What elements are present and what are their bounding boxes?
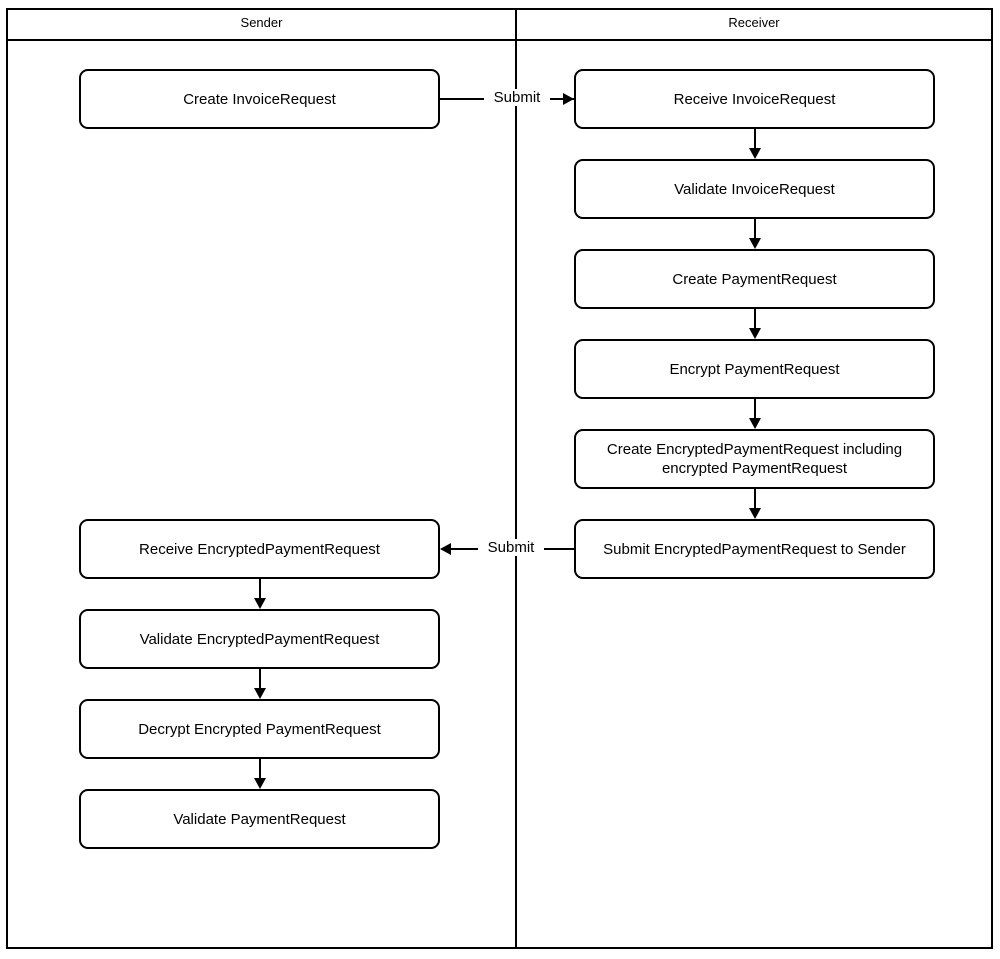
lane-title-receiver: Receiver — [728, 15, 780, 30]
node-create-encryptedpaymentrequest[interactable]: Create EncryptedPaymentRequest including… — [574, 429, 935, 489]
node-create-invoicerequest[interactable]: Create InvoiceRequest — [79, 69, 440, 129]
node-decrypt-encrypted-paymentrequest[interactable]: Decrypt Encrypted PaymentRequest — [79, 699, 440, 759]
edge-s4-s5-arrowhead — [254, 778, 266, 789]
edge-r1-r2-line — [754, 129, 756, 148]
edge-s3-s4-line — [259, 669, 261, 688]
edge-r5-r6-arrowhead — [749, 508, 761, 519]
edge-submit-encryptedpaymentrequest-arrowhead — [440, 543, 451, 555]
edge-s4-s5-line — [259, 759, 261, 778]
node-receive-encryptedpaymentrequest[interactable]: Receive EncryptedPaymentRequest — [79, 519, 440, 579]
node-validate-paymentrequest[interactable]: Validate PaymentRequest — [79, 789, 440, 849]
lane-title-sender: Sender — [240, 15, 283, 30]
swimlane-header-rule — [6, 39, 993, 41]
edge-r5-r6-line — [754, 489, 756, 508]
node-validate-invoicerequest[interactable]: Validate InvoiceRequest — [574, 159, 935, 219]
node-encrypt-paymentrequest[interactable]: Encrypt PaymentRequest — [574, 339, 935, 399]
edge-label-submit-invoicerequest: Submit — [484, 89, 550, 106]
edge-r2-r3-arrowhead — [749, 238, 761, 249]
edge-label-submit-encryptedpaymentrequest: Submit — [478, 539, 544, 556]
node-receive-invoicerequest[interactable]: Receive InvoiceRequest — [574, 69, 935, 129]
edge-r4-r5-arrowhead — [749, 418, 761, 429]
edge-r2-r3-line — [754, 219, 756, 238]
edge-s2-s3-arrowhead — [254, 598, 266, 609]
node-create-paymentrequest[interactable]: Create PaymentRequest — [574, 249, 935, 309]
node-validate-encryptedpaymentrequest[interactable]: Validate EncryptedPaymentRequest — [79, 609, 440, 669]
node-submit-encryptedpaymentrequest-to-sender[interactable]: Submit EncryptedPaymentRequest to Sender — [574, 519, 935, 579]
edge-r3-r4-arrowhead — [749, 328, 761, 339]
edge-s2-s3-line — [259, 579, 261, 598]
edge-r1-r2-arrowhead — [749, 148, 761, 159]
edge-submit-invoicerequest-arrowhead — [563, 93, 574, 105]
edge-r3-r4-line — [754, 309, 756, 328]
swimlane-divider — [515, 8, 517, 949]
edge-r4-r5-line — [754, 399, 756, 418]
edge-s3-s4-arrowhead — [254, 688, 266, 699]
